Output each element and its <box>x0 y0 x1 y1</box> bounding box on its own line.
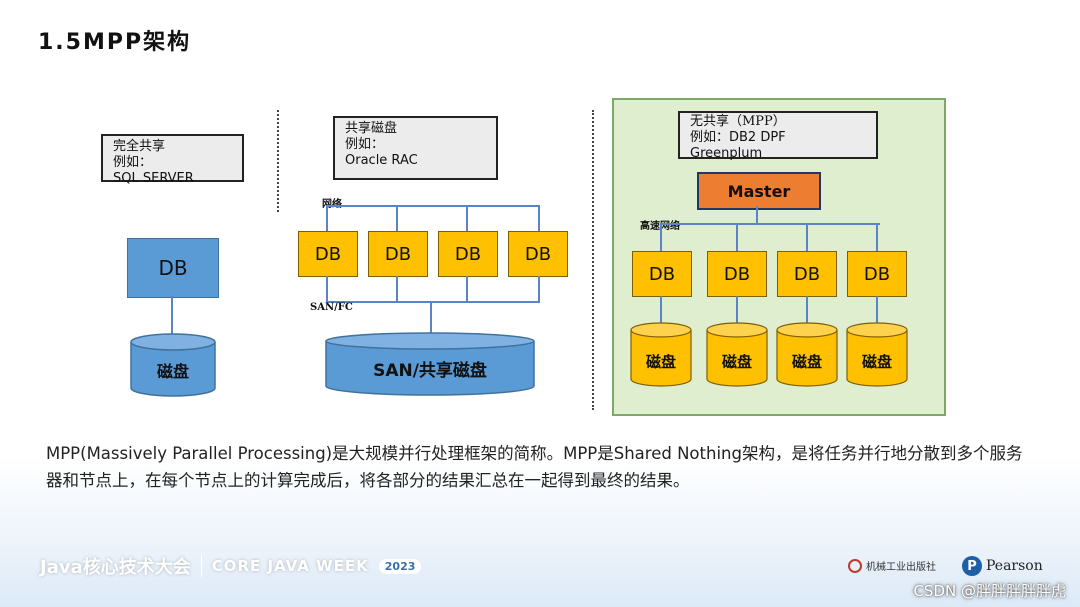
drop-line <box>396 205 398 231</box>
shared-everything-label: 完全共享 例如： SQL SERVER <box>101 134 244 186</box>
db-node: DB <box>508 231 568 277</box>
pearson-icon: P <box>962 556 982 576</box>
label-line: 共享磁盘 <box>345 121 398 136</box>
disk-cylinder <box>776 322 838 387</box>
drop-line <box>466 205 468 231</box>
drop-line <box>430 301 432 337</box>
db-label: DB <box>863 263 891 285</box>
db-label: DB <box>648 263 676 285</box>
drop-line <box>660 296 662 326</box>
db-node: DB <box>777 251 837 297</box>
drop-line <box>806 223 808 251</box>
disk-cylinder <box>706 322 768 387</box>
drop-line <box>538 276 540 302</box>
drop-line <box>806 296 808 326</box>
drop-line <box>396 276 398 302</box>
master-label: Master <box>727 181 791 201</box>
db-node: DB <box>368 231 428 277</box>
db-node: DB <box>127 238 219 298</box>
footer-background <box>0 457 1080 607</box>
disk-label: 磁盘 <box>792 353 823 371</box>
san-storage-cylinder <box>325 332 535 396</box>
network-label: 网络 <box>322 195 342 210</box>
shared-disk-label: 共享磁盘 例如： Oracle RAC <box>333 116 498 180</box>
high-speed-bus <box>660 223 880 225</box>
label-line: Greenplum <box>690 146 763 161</box>
footer-brand: Java核心技术大会 CORE JAVA WEEK 2023 <box>40 553 422 579</box>
san-bus <box>326 301 540 303</box>
db-label: DB <box>158 256 188 280</box>
drop-line <box>876 296 878 326</box>
slide-title: 1.5MPP架构 <box>38 30 192 55</box>
label-line: 例如： <box>345 137 385 152</box>
disk-cylinder <box>846 322 908 387</box>
divider-left <box>277 110 279 212</box>
footer-separator <box>200 555 202 577</box>
description-text: MPP(Massively Parallel Processing)是大规模并行… <box>46 444 1023 490</box>
disk-label: 磁盘 <box>722 353 753 371</box>
drop-line <box>660 223 662 251</box>
db-node: DB <box>847 251 907 297</box>
drop-line <box>756 206 758 224</box>
san-storage-label: SAN/共享磁盘 <box>373 360 487 381</box>
label-line: 无共享（MPP） <box>690 114 786 129</box>
drop-line <box>326 276 328 302</box>
db-label: DB <box>524 243 552 265</box>
db-label: DB <box>314 243 342 265</box>
publisher-name: 机械工业出版社 <box>866 562 936 573</box>
db-node: DB <box>707 251 767 297</box>
connector-line <box>171 296 173 340</box>
label-line: Oracle RAC <box>345 153 418 168</box>
conference-name: Java核心技术大会 <box>40 557 191 578</box>
db-node: DB <box>438 231 498 277</box>
db-label: DB <box>384 243 412 265</box>
db-label: DB <box>723 263 751 285</box>
label-line: 完全共享 <box>113 139 166 154</box>
drop-line <box>538 205 540 231</box>
disk-label: 磁盘 <box>862 353 893 371</box>
label-line: 例如：DB2 DPF <box>690 130 786 145</box>
db-label: DB <box>793 263 821 285</box>
event-name: CORE JAVA WEEK <box>211 557 369 575</box>
drop-line <box>736 223 738 251</box>
master-node: Master <box>697 172 821 210</box>
network-bus <box>326 205 540 207</box>
divider-right <box>592 110 594 410</box>
disk-label: 磁盘 <box>646 353 677 371</box>
publisher-logo: 机械工业出版社 <box>848 558 936 573</box>
db-label: DB <box>454 243 482 265</box>
pearson-name: Pearson <box>986 558 1043 574</box>
disk-cylinder <box>630 322 692 387</box>
drop-line <box>466 276 468 302</box>
drop-line <box>736 296 738 326</box>
db-node: DB <box>298 231 358 277</box>
drop-line <box>876 223 878 251</box>
csdn-watermark: CSDN @胖胖胖胖胖虎 <box>913 582 1066 600</box>
san-fc-label: SAN/FC <box>310 302 353 313</box>
publisher-icon <box>848 558 862 573</box>
label-line: 例如： <box>113 155 153 170</box>
pearson-logo: P Pearson <box>962 556 1043 576</box>
disk-cylinder <box>130 333 216 397</box>
db-node: DB <box>632 251 692 297</box>
shared-nothing-label: 无共享（MPP） 例如：DB2 DPF Greenplum <box>678 111 878 161</box>
drop-line <box>326 205 328 231</box>
label-line: SQL SERVER <box>113 171 194 186</box>
disk-label: 磁盘 <box>156 362 189 381</box>
event-year-badge: 2023 <box>378 558 422 574</box>
